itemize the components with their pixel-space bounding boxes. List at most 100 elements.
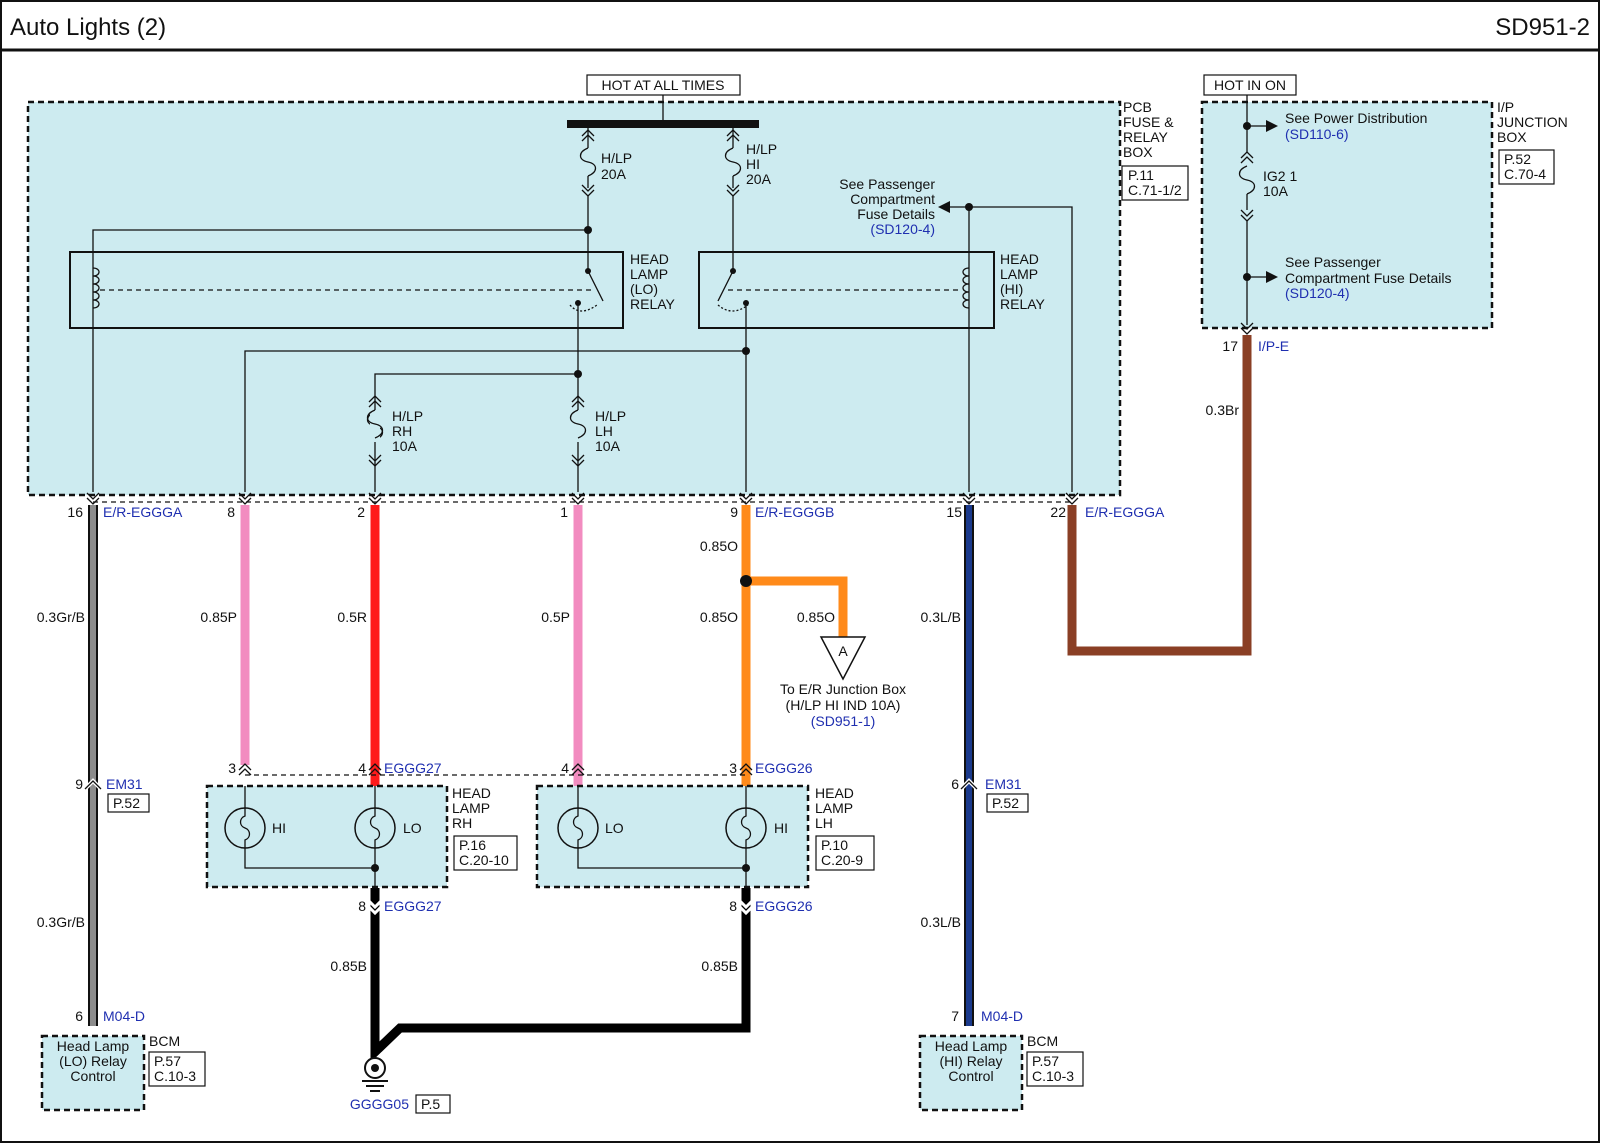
bulb-lh-lo-label: LO [605, 820, 624, 836]
label-w-085o-1: 0.85O [700, 538, 738, 554]
relay-hi-label: HEAD LAMP (HI) RELAY [1000, 251, 1046, 312]
pin-em-right: 6 [951, 776, 959, 792]
svg-text:RELAY: RELAY [630, 296, 676, 312]
pin-lh-g: 8 [729, 898, 737, 914]
conn-m04d-left: M04-D [103, 1008, 145, 1024]
svg-text:JUNCTION: JUNCTION [1497, 114, 1568, 130]
svg-text:BOX: BOX [1123, 144, 1153, 160]
label-w-lb-1: 0.3L/B [921, 609, 961, 625]
label-w-085p: 0.85P [200, 609, 237, 625]
conn-eggg26-top: EGGG26 [755, 760, 813, 776]
conn-m04d-right: M04-D [981, 1008, 1023, 1024]
bcm-right-line1: Head Lamp [935, 1038, 1008, 1054]
label-w-grb-2: 0.3Gr/B [37, 914, 85, 930]
bulb-lh-hi-label: HI [774, 820, 788, 836]
head-lamp-lh-ref-page: P.10 [821, 837, 848, 853]
relay-hi-switch [717, 270, 734, 302]
conn-er-egggA-2: E/R-EGGGA [1085, 504, 1165, 520]
em31-left-chevron [83, 778, 103, 791]
conn-em31-right: EM31 [985, 776, 1022, 792]
note-passenger-2: Compartment [850, 191, 935, 207]
svg-text:LAMP: LAMP [452, 800, 490, 816]
pin-lh-b: 3 [729, 760, 737, 776]
power-busbar [567, 120, 759, 128]
ground-ref: P.5 [421, 1096, 440, 1112]
bcm-left-line2: (LO) Relay [59, 1053, 127, 1069]
hot-in-on-label: HOT IN ON [1214, 77, 1286, 93]
bcm-hi-relay-control [918, 1034, 1024, 1112]
svg-text:LAMP: LAMP [630, 266, 668, 282]
conn-er-egggB: E/R-EGGGB [755, 504, 834, 520]
pin-22: 22 [1050, 504, 1066, 520]
pin-16: 16 [67, 504, 83, 520]
note-passenger2-ref: (SD120-4) [1285, 285, 1350, 301]
label-w-085o-3: 0.85O [797, 609, 835, 625]
conn-eggg26-bot: EGGG26 [755, 898, 813, 914]
em31-right-ref: P.52 [992, 795, 1019, 811]
fuse-hlp-rh-name: H/LP [392, 408, 423, 424]
relay-lo-switch [587, 270, 604, 302]
relay-hi-coil [962, 267, 970, 309]
bcm-right-ref-conn: C.10-3 [1032, 1068, 1074, 1084]
arrow-passenger-fuse-2 [1266, 271, 1278, 283]
ground-name: GGGG05 [350, 1096, 409, 1112]
label-w-085b-2: 0.85B [701, 958, 738, 974]
pin-lh-a: 4 [561, 760, 569, 776]
fuse-hlp-lo-rating: 20A [601, 166, 627, 182]
svg-text:HEAD: HEAD [1000, 251, 1039, 267]
em31-left-ref: P.52 [113, 795, 140, 811]
conn-ip-e: I/P-E [1258, 338, 1289, 354]
arrow-power-distribution [1266, 120, 1278, 132]
svg-text:RELAY: RELAY [1000, 296, 1046, 312]
conn-em31-left: EM31 [106, 776, 143, 792]
arrow-to-passenger-fuse [938, 201, 950, 213]
bcm-left-ref-page: P.57 [154, 1053, 181, 1069]
bcm-right-ref-frame [1026, 1051, 1084, 1087]
bcm-left-ref-conn: C.10-3 [154, 1068, 196, 1084]
label-w-085b-1: 0.85B [330, 958, 367, 974]
ip-box-ref-frame [1498, 149, 1555, 185]
relay-lo-coil [92, 267, 100, 309]
lamp-top-chevrons [238, 763, 753, 776]
pin-em-left: 9 [75, 776, 83, 792]
wire-0.3Br [1067, 335, 1252, 656]
junction-a-symbol [819, 636, 867, 681]
bcm-left-ref-frame [148, 1051, 206, 1087]
label-w-br: 0.3Br [1206, 402, 1240, 418]
svg-text:FUSE &: FUSE & [1123, 114, 1174, 130]
svg-text:PCB: PCB [1123, 99, 1152, 115]
label-w-085o-2: 0.85O [700, 609, 738, 625]
label-w-05p: 0.5P [541, 609, 570, 625]
bcm-left-line1: Head Lamp [57, 1038, 130, 1054]
pin-17: 17 [1222, 338, 1238, 354]
svg-text:LH: LH [815, 815, 833, 831]
label-w-grb-1: 0.3Gr/B [37, 609, 85, 625]
diagram-code: SD951-2 [1495, 14, 1590, 41]
ip-box-ref-page: P.52 [1504, 151, 1531, 167]
junction-to-line1: To E/R Junction Box [780, 681, 906, 697]
fuse-hlp-hi-name: H/LP [746, 141, 777, 157]
hi-to-pin8-wire [244, 350, 746, 492]
pin-15: 15 [946, 504, 962, 520]
ip-junction-box [1200, 100, 1494, 330]
svg-text:BOX: BOX [1497, 129, 1527, 145]
wire-0.85O-branch [746, 576, 848, 640]
fuse-hlp-hi-rating: 20A [746, 171, 772, 187]
bcm-right-ref-page: P.57 [1032, 1053, 1059, 1069]
head-lamp-lh-label: HEAD LAMP LH [815, 785, 854, 831]
pin-2: 2 [357, 504, 365, 520]
note-passenger2-1: See Passenger [1285, 254, 1381, 270]
em31-right-ref-frame [986, 793, 1029, 813]
lamp-ground-chevrons [366, 898, 755, 916]
bcm-lo-relay-control [40, 1034, 146, 1112]
ip-e-chevron [1240, 322, 1254, 330]
pcb-box-ref-conn: C.71-1/2 [1128, 182, 1182, 198]
hot-at-all-times-label: HOT AT ALL TIMES [602, 77, 725, 93]
svg-text:LAMP: LAMP [815, 800, 853, 816]
note-power-distribution-ref: (SD110-6) [1285, 126, 1349, 142]
bcm-right-line3: Control [948, 1068, 993, 1084]
pin-rh-g: 8 [358, 898, 366, 914]
junction-to-ref: (SD951-1) [811, 713, 876, 729]
ground-symbol [362, 1057, 388, 1092]
